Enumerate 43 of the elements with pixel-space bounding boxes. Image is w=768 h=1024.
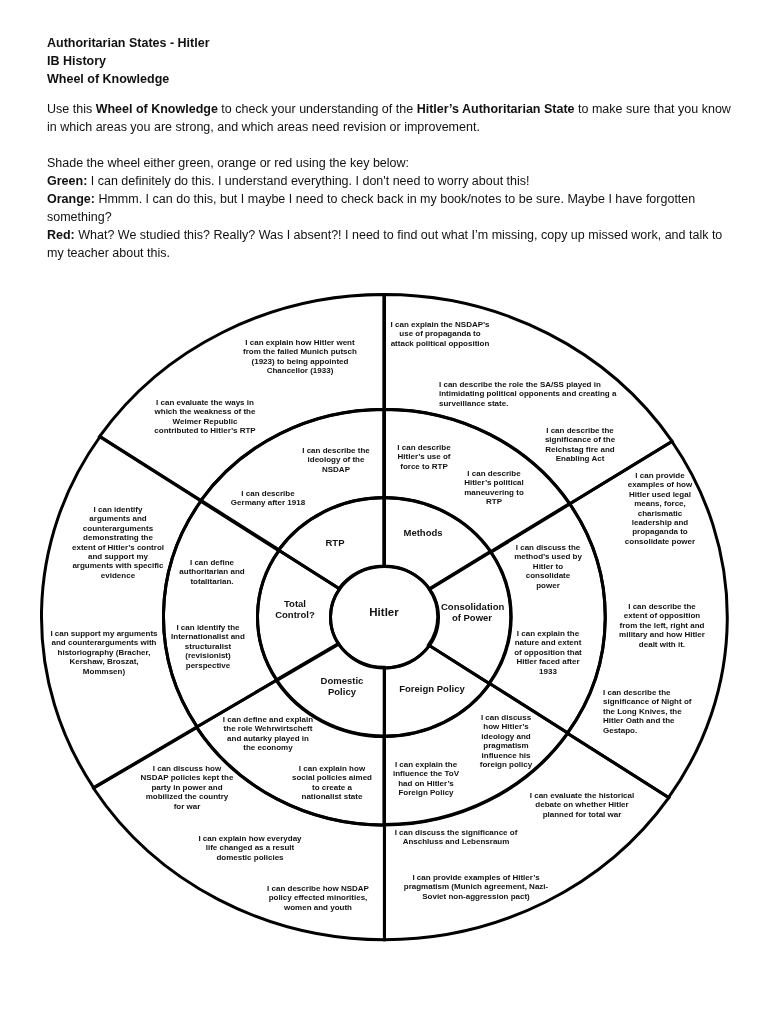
subtitle: IB History (47, 53, 108, 70)
statement-text: I can explain how everyday life changed as a result domestic policies (198, 833, 302, 863)
key-text: Orange: Hmmm. I can do this, but I maybe I need to check back in my book/notes to be sure. Maybe I have forgotten something? (47, 191, 697, 226)
subtitle: Wheel of Knowledge (47, 71, 171, 88)
statement-text: I can explain the influence the ToV had on Hitler’s Foreign Policy (391, 760, 461, 798)
statement-text: I can describe Hitler’s political maneuvering to RTP (463, 469, 525, 507)
statement-text: I can define and explain the role Wehrwirtscheft and autarky played in the economy (222, 715, 314, 753)
statement-text: I can evaluate the ways in which the weakness of the Weimer Republic contributed to Hitler’s RTP (153, 398, 257, 436)
statement-text: I can describe how NSDAP policy effected minorities, women and youth (266, 883, 370, 913)
topic-label: Methods (402, 526, 444, 538)
topic-label: Domestic Policy (319, 675, 365, 697)
statement-text: I can support my arguments and counterarguments with historiography (Bracher, Kershaw, Broszat, Mommsen) (49, 629, 159, 677)
statement-text: I can define authoritarian and totalitarian. (178, 557, 246, 587)
statement-text: I can provide examples of Hitler’s pragmatism (Munich agreement, Nazi-Soviet non-aggression pact) (402, 872, 550, 902)
topic-label: Consolidation of Power (441, 601, 503, 623)
statement-text: I can explain how social policies aimed to create a nationalist state (291, 764, 373, 802)
statement-text: I can discuss the significance of Anschluss and Lebensraum (393, 827, 519, 847)
instructions-text: Shade the wheel either green, orange or red using the key below: (47, 155, 411, 172)
statement-text: I can explain how Hitler went from the failed Munich putsch (1923) to being appointed Chancellor (1933) (242, 338, 358, 376)
statement-text: I can discuss how Hitler’s ideology and pragmatism influence his foreign policy (478, 712, 534, 770)
statement-text: I can describe Germany after 1918 (229, 488, 307, 508)
statement-text: I can describe the significance of the Reichstag fire and Enabling Act (543, 426, 617, 464)
statement-text: I can describe Hitler’s use of force to RTP (396, 442, 452, 472)
statement-text: I can provide examples of how Hitler used legal means, force, charismatic leadership and propaganda to consolidate power (623, 471, 697, 547)
statement-text: I can discuss how NSDAP policies kept the party in power and mobilized the country for war (140, 764, 234, 812)
instructions-paragraph: Use this Wheel of Knowledge to check your understanding of the Hitler’s Authoritarian State to make sure that you know in which areas you are strong, and which areas need revision or improvement. (47, 101, 732, 136)
statement-text: I can describe the significance of Night of the Long Knives, the Hitler Oath and the Gestapo. (603, 688, 693, 736)
statement-text: I can evaluate the historical debate on whether Hitler planned for total war (528, 790, 636, 820)
topic-label: RTP (324, 536, 346, 548)
key-text: Green: I can definitely do this. I understand everything. I don't need to worry about this! (47, 173, 531, 190)
statement-text: I can describe the ideology of the NSDAP (301, 445, 371, 475)
center-label: Hitler (368, 605, 400, 619)
statement-text: I can explain the nature and extent of opposition that Hitler faced after 1933 (513, 629, 583, 677)
topic-label: Foreign Policy (398, 682, 466, 694)
statement-text: I can identify arguments and counterarguments demonstrating the extent of Hitler’s control and support my arguments with specific evidence (72, 505, 164, 581)
statement-text: I can describe the extent of opposition from the left, right and military and how Hitler dealt with it. (618, 602, 706, 650)
statement-text: I can describe the role the SA/SS played in intimidating political opponents and creating a surveillance state. (439, 379, 617, 409)
key-text: Red: What? We studied this? Really? Was I absent?! I need to find out what I’m missing, copy up missed work, and talk to my teacher about this. (47, 227, 724, 262)
statement-text: I can identify the Internationalist and structuralist (revisionist) perspective (170, 623, 246, 671)
topic-label: Total Control? (274, 598, 316, 620)
document-title: Authoritarian States - Hitler (47, 35, 211, 52)
statement-text: I can explain the NSDAP’s use of propaganda to attack political opposition (389, 319, 491, 349)
statement-text: I can discuss the method’s used by Hitler to consolidate power (513, 543, 583, 591)
